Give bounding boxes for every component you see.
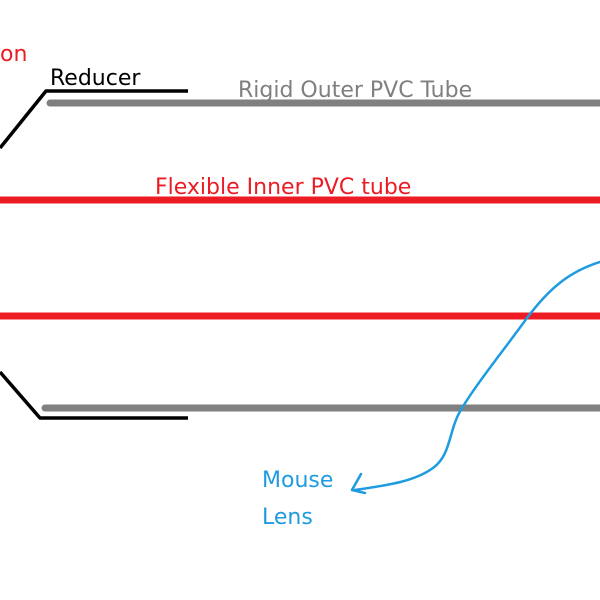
mouse-lens-label: Mouse Lens <box>262 468 333 531</box>
mouse-lens-pointer-curve <box>353 260 600 492</box>
rigid-outer-tube-label: Rigid Outer PVC Tube <box>238 78 473 103</box>
flexible-inner-tube-label: Flexible Inner PVC tube <box>155 175 412 200</box>
mouse-lens-label-line2: Lens <box>262 505 313 530</box>
cut-off-label: on <box>0 42 28 67</box>
mouse-lens-label-line1: Mouse <box>262 468 334 493</box>
reducer-bottom <box>0 370 188 420</box>
reducer-top <box>0 89 188 150</box>
reducer-label: Reducer <box>50 66 141 91</box>
mouse-lens-arrowhead <box>350 472 367 495</box>
